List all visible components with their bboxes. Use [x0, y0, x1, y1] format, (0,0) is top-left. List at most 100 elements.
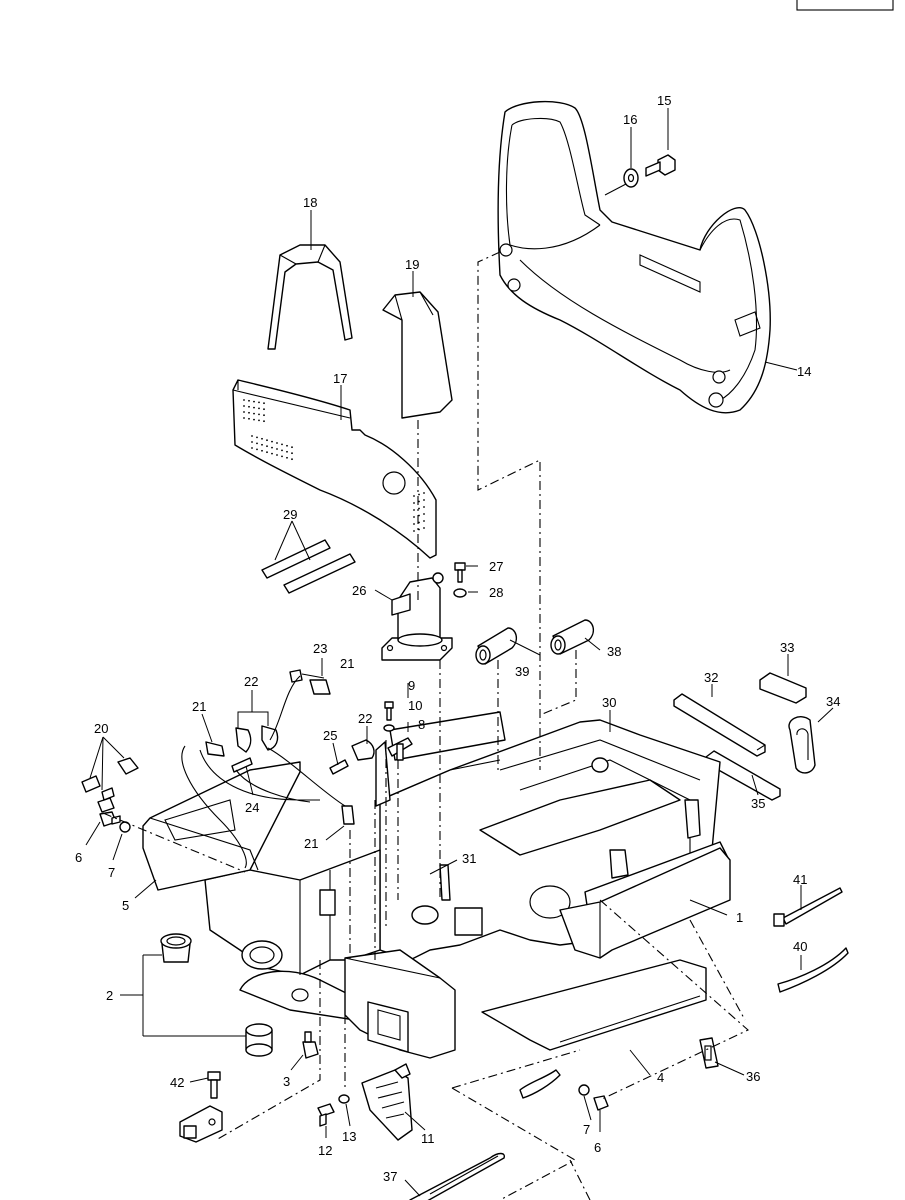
part-21-fitting-mid: [341, 805, 355, 825]
perforation-dot: [251, 435, 253, 437]
part-32-bar: [673, 693, 766, 757]
part-42-bracket: [179, 1105, 223, 1143]
perforation-dot: [258, 413, 260, 416]
perforation-dot: [423, 499, 425, 501]
perforation-dot: [291, 452, 293, 455]
part-4-under-plate: [481, 959, 707, 1099]
perforation-dot: [418, 507, 420, 510]
perforation-dot: [263, 414, 265, 417]
perforation-dot: [251, 447, 253, 449]
part-34-clip: [788, 716, 816, 774]
perforation-dot: [256, 448, 258, 451]
callout-41: 41: [793, 872, 807, 887]
callout-38: 38: [607, 644, 621, 659]
perforation-dot: [423, 506, 425, 508]
callout-22-left: 22: [244, 674, 258, 689]
part-27-bolt: [454, 562, 466, 583]
part-42-bolt: [207, 1071, 221, 1099]
part-10-washer: [383, 724, 395, 732]
perforation-dot: [258, 407, 260, 410]
callout-21-left: 21: [192, 699, 206, 714]
part-25-pipe: [329, 759, 349, 775]
part-6-bolt-right: [593, 1095, 609, 1111]
callout-21-top: 21: [340, 656, 354, 671]
perforation-dot: [266, 439, 268, 442]
callout-5: 5: [122, 898, 129, 913]
perforation-dot: [243, 399, 245, 401]
perforation-dot: [261, 443, 263, 446]
part-frame-right-box: [559, 847, 731, 959]
part-frame-bottom-box: [344, 949, 456, 1059]
corner-frame: [796, 0, 894, 11]
part-5-cover: [142, 761, 301, 891]
perforation-dot: [253, 406, 255, 409]
callout-labels: 1 2 3 4 5 6 6 7 7 8 9 10 11 12 13 14 15 …: [75, 93, 840, 1184]
callout-36: 36: [746, 1069, 760, 1084]
callout-31: 31: [462, 851, 476, 866]
perforation-dot: [423, 513, 425, 515]
callout-24: 24: [245, 800, 259, 815]
part-19-cover: [382, 291, 453, 419]
callout-19: 19: [405, 257, 419, 272]
perforation-dot: [286, 444, 288, 447]
perforation-dot: [248, 405, 250, 408]
callout-9: 9: [408, 678, 415, 693]
callout-13: 13: [342, 1129, 356, 1144]
callout-29: 29: [283, 507, 297, 522]
callout-37: 37: [383, 1169, 397, 1184]
callout-25: 25: [323, 728, 337, 743]
perforation-dot: [271, 452, 273, 455]
callout-21-mid: 21: [304, 836, 318, 851]
part-15-bolt: [645, 154, 676, 177]
perforation-dot: [248, 399, 250, 402]
part-38-tube: [550, 619, 595, 655]
callout-12: 12: [318, 1143, 332, 1158]
perforation-dot: [263, 402, 265, 405]
callout-18: 18: [303, 195, 317, 210]
callout-15: 15: [657, 93, 671, 108]
perforation-dot: [251, 441, 253, 443]
perforation-dot: [413, 509, 415, 511]
callout-4: 4: [657, 1070, 664, 1085]
perforation-dot: [291, 446, 293, 449]
perforation-dot: [413, 516, 415, 518]
callout-42: 42: [170, 1075, 184, 1090]
part-12-bolt: [317, 1103, 335, 1127]
perforation-dot: [281, 449, 283, 452]
part-21-fitting-top: [309, 679, 331, 695]
perforation-dot: [263, 408, 265, 411]
hose-lines: [181, 675, 346, 869]
perforation-dot: [286, 450, 288, 453]
perforation-dot: [256, 436, 258, 439]
perforation-dot: [258, 401, 260, 404]
callout-7-left: 7: [108, 865, 115, 880]
part-20-fittings: [81, 757, 139, 813]
callout-40: 40: [793, 939, 807, 954]
part-24-pipe: [231, 757, 253, 773]
perforation-dot: [248, 411, 250, 414]
part-3-grease-fitting: [302, 1031, 319, 1059]
perforation-dot: [266, 445, 268, 448]
perforation-dot: [281, 443, 283, 446]
part-13-washer: [338, 1094, 350, 1104]
perforation-dot: [291, 458, 293, 461]
callout-6-right: 6: [594, 1140, 601, 1155]
callout-10: 10: [408, 698, 422, 713]
callout-2: 2: [106, 988, 113, 1003]
perforation-dot: [271, 440, 273, 443]
perforation-dot: [271, 446, 273, 449]
callout-3: 3: [283, 1074, 290, 1089]
callout-33: 33: [780, 640, 794, 655]
perforation-dot: [248, 417, 250, 420]
perforation-dot: [423, 492, 425, 494]
part-6-bolt-left: [99, 811, 121, 827]
callout-16: 16: [623, 112, 637, 127]
perforation-dot: [413, 530, 415, 532]
callout-32: 32: [704, 670, 718, 685]
part-22-elbow-right: [351, 739, 375, 761]
part-16-washer: [623, 168, 639, 188]
part-9-bolt: [384, 701, 394, 721]
perforation-dot: [261, 449, 263, 452]
perforation-dot: [261, 437, 263, 440]
